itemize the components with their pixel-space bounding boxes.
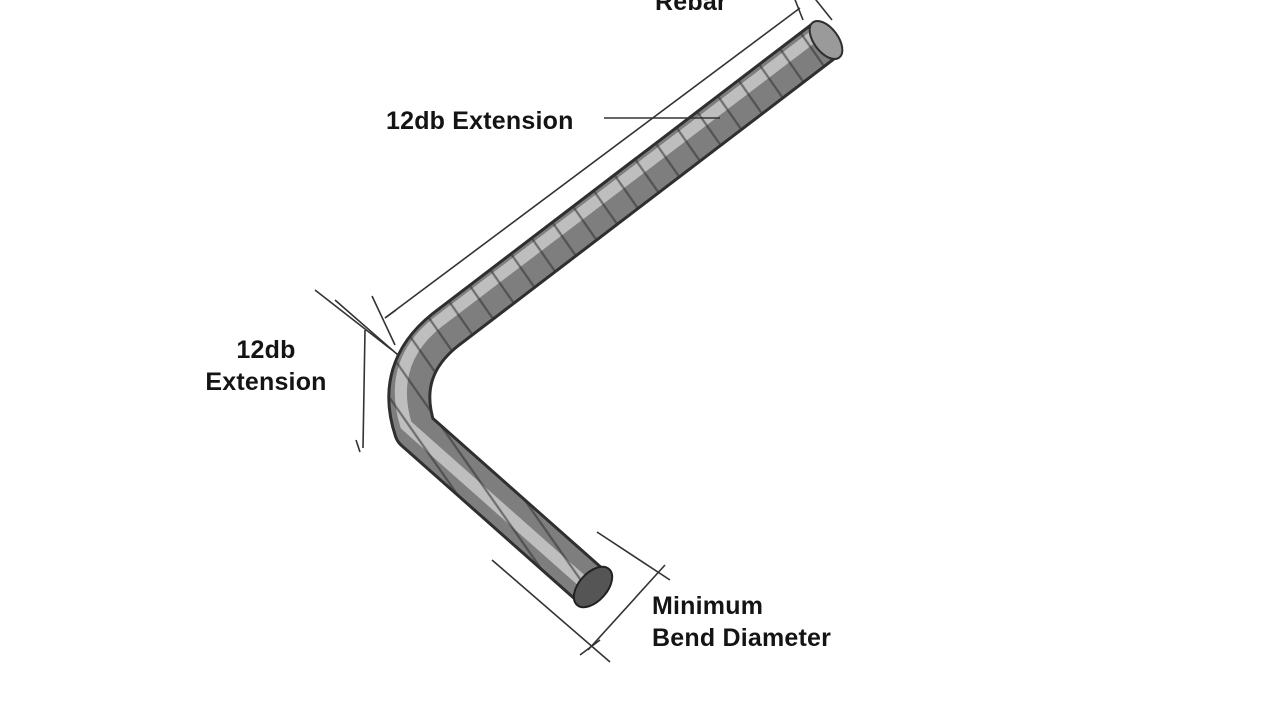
label-extension-top: 12db Extension <box>386 107 574 135</box>
label-minimum-bend-diameter: Minimum Bend Diameter <box>652 590 831 654</box>
label-extension-left-line1: 12db <box>236 336 296 364</box>
rebar-ribs <box>390 24 837 600</box>
dimension-line-top-extension <box>371 0 833 346</box>
label-extension-left: 12db Extension <box>198 334 334 398</box>
dimension-line-left-extension <box>314 289 399 453</box>
label-rebar: Rebar <box>655 0 727 16</box>
rebar-end-cap-top <box>808 20 844 60</box>
dimension-line-bend-diameter <box>491 531 671 663</box>
rebar-end-cap-bottom <box>572 565 614 609</box>
label-bend-line1: Minimum <box>652 592 764 620</box>
label-extension-left-line2: Extension <box>205 368 327 396</box>
label-bend-line2: Bend Diameter <box>652 624 832 652</box>
